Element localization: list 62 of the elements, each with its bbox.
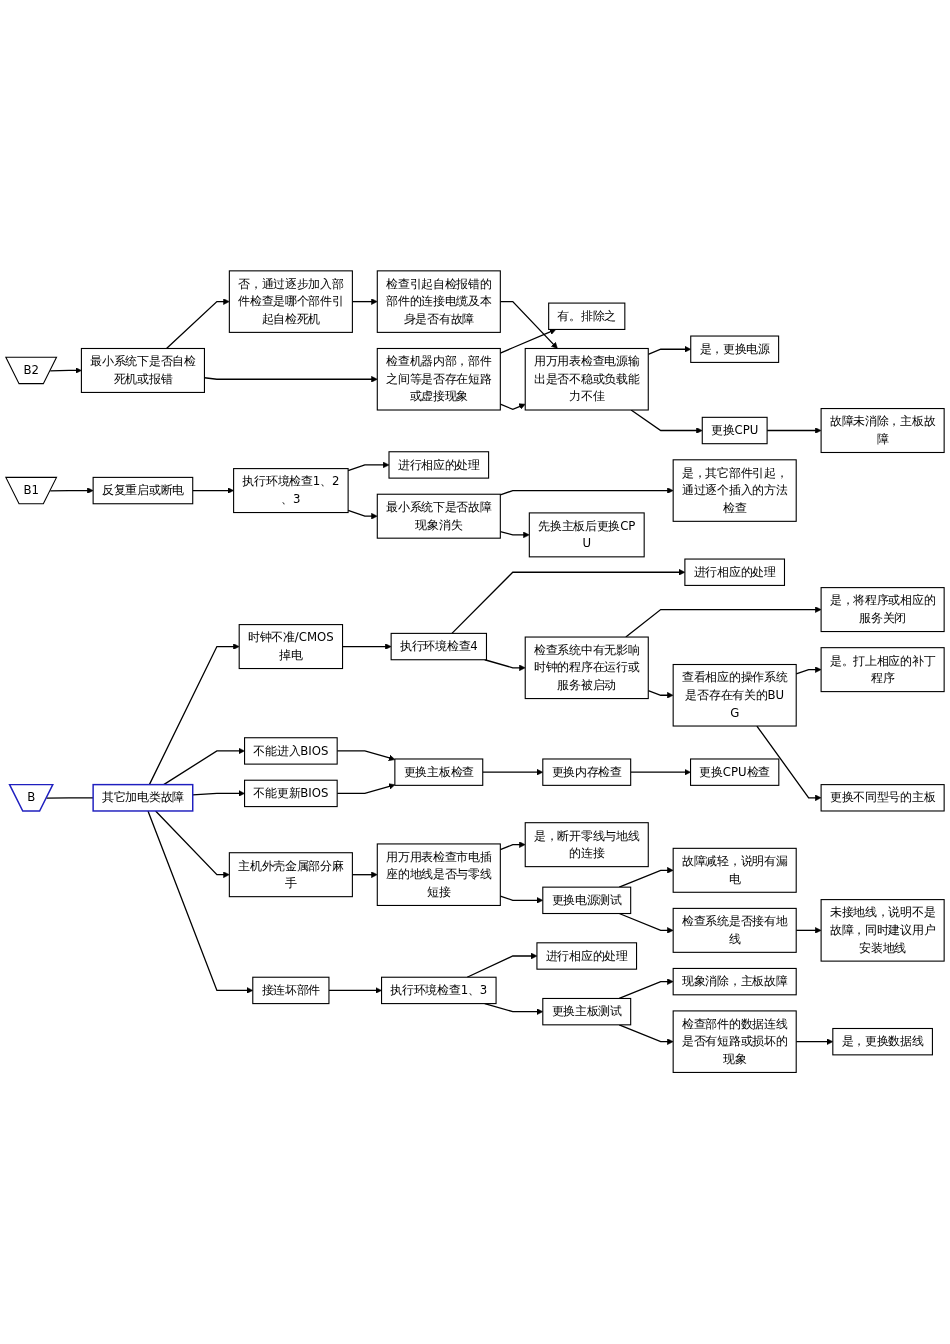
node-box: 执行环境检查1、3	[381, 977, 497, 1005]
node-box: 执行环境检查1、2、3	[233, 468, 349, 514]
node-box: 时钟不准/CMOS掉电	[238, 624, 344, 670]
node-box: 否，通过逐步加入部件检查是哪个部件引起自检死机	[228, 270, 353, 334]
node-box: 进行相应的处理	[388, 451, 490, 479]
arrow	[630, 409, 703, 435]
arrow	[630, 769, 691, 776]
node-box: 是，其它部件引起，通过逐个插入的方法检查	[672, 459, 797, 523]
node-box: 接连坏部件	[252, 977, 330, 1005]
node-box: 故障减轻，说明有漏电	[672, 848, 797, 894]
node-box: 更换电源测试	[542, 886, 632, 915]
node-box: 检查部件的数据连线是否有短路或损坏的现象	[672, 1010, 797, 1074]
arrow	[192, 790, 245, 797]
arrow	[49, 367, 82, 375]
arrow	[347, 462, 390, 472]
arrow	[163, 748, 245, 786]
node-box: 检查机器内部，部件之间等是否存在短路或虚接现象	[376, 348, 501, 411]
node-box: 主机外壳金属部分麻手	[228, 852, 353, 898]
arrow	[618, 978, 674, 1000]
arrow	[625, 606, 822, 639]
node-box: 是，断开零线与地线的连接	[524, 822, 649, 868]
node-box: 用万用表检查市电插座的地线是否与零线短接	[376, 843, 501, 907]
arrow	[49, 487, 94, 495]
node-box: 是，更换数据线	[832, 1028, 933, 1056]
node-box: 更换CPU	[701, 417, 768, 445]
arrow	[148, 643, 240, 786]
node-box: 更换不同型号的主板	[820, 784, 945, 812]
arrow	[756, 725, 822, 802]
node-box: 更换CPU检查	[690, 758, 780, 787]
arrow	[499, 487, 674, 496]
connector	[45, 797, 94, 800]
node-box: 是。打上相应的补丁程序	[820, 647, 945, 693]
arrow	[484, 659, 526, 672]
node-box: 进行相应的处理	[536, 942, 638, 971]
node-box: 更换内存检查	[542, 758, 632, 787]
node-box: 是，更换电源	[690, 335, 780, 364]
node-box: 进行相应的处理	[684, 558, 786, 587]
node-box: 执行环境检查4	[390, 633, 488, 661]
node-box: 不能更新BIOS	[244, 780, 338, 808]
node-box: 更换主板检查	[394, 758, 484, 787]
node-box: 用万用表检查电源输出是否不稳或负载能力不佳	[524, 348, 649, 411]
arrow	[192, 487, 234, 495]
node-box: 是，将程序或相应的服务关闭	[820, 587, 945, 633]
arrow	[154, 810, 230, 879]
node-box: 现象消除，主板故障	[672, 968, 797, 996]
arrow	[328, 987, 382, 994]
node-box: 最小系统下是否自检死机或报错	[80, 348, 205, 394]
node-box: 检查引起自检报错的部件的连接电缆及本身是否有故障	[376, 270, 501, 334]
node-box: 反复重启或断电	[92, 477, 194, 505]
node-box: 故障未消除，主板故障	[820, 408, 945, 454]
node-box: 不能进入BIOS	[244, 737, 338, 765]
node-box: 查看相应的操作系统是否存在有关的BUG	[672, 664, 797, 727]
arrow	[618, 913, 674, 934]
arrow	[165, 298, 230, 350]
node-box: 最小系统下是否故障现象消失	[376, 494, 501, 540]
node-box: 先换主板后更换CPU	[528, 512, 645, 558]
node-box: 未接地线，说明不是故障，同时建议用户安装地线	[820, 899, 945, 962]
node-box: 检查系统中有无影响时钟的程序在运行或服务被启动	[524, 636, 649, 700]
node-box: 更换主板测试	[542, 998, 632, 1026]
node-box: 其它加电类故障	[92, 784, 194, 813]
node-box: 检查系统是否接有地线	[672, 908, 797, 954]
node-box: 有。排除之	[548, 302, 626, 331]
